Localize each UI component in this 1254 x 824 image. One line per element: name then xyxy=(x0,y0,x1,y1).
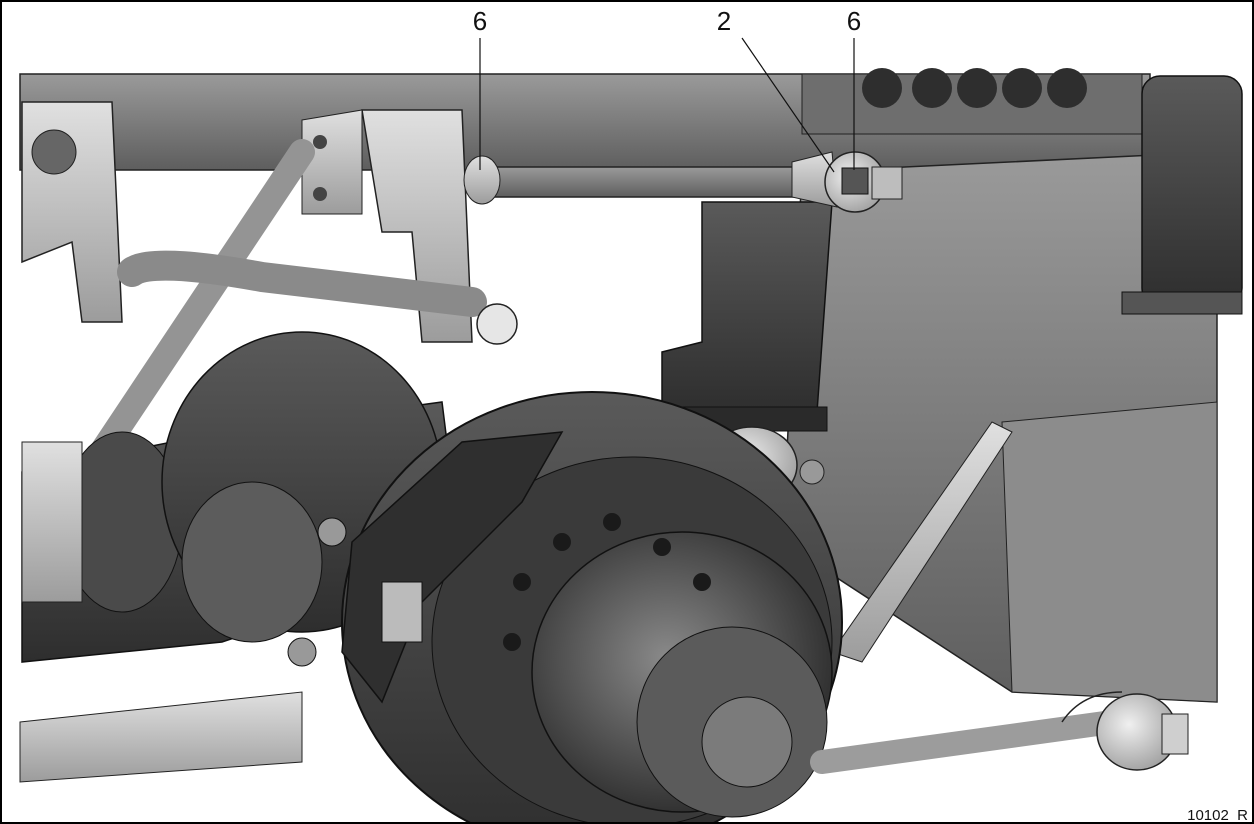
callout-6-left: 6 xyxy=(473,6,487,36)
leader-lines xyxy=(479,37,855,173)
center-bracket xyxy=(656,201,833,432)
stabilizer-bar xyxy=(117,250,518,345)
lower-plate xyxy=(19,691,303,783)
lower-link-rod xyxy=(810,691,1189,774)
upper-link-rod xyxy=(463,151,903,213)
figure-reference: 10102_R xyxy=(1187,807,1248,822)
callout-2: 2 xyxy=(717,6,731,36)
left-bracket xyxy=(21,101,123,323)
frame-rail xyxy=(19,68,1151,171)
brake-caliper xyxy=(287,431,564,704)
air-spring xyxy=(1121,75,1243,315)
callout-6-right: 6 xyxy=(847,6,861,36)
